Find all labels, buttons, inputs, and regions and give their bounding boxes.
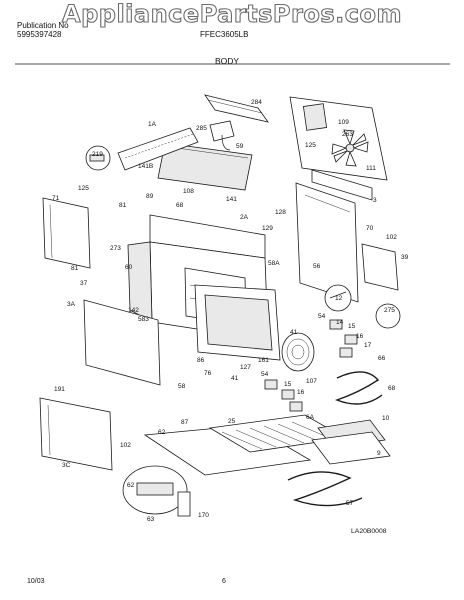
- part-3-back-frame[interactable]: [311, 169, 373, 201]
- callout-125a: 125: [305, 142, 316, 149]
- callout-15b: 15: [284, 381, 292, 388]
- callout-191: 191: [54, 386, 65, 393]
- callout-273: 273: [110, 245, 121, 252]
- convection-fan-inset[interactable]: [289, 96, 388, 181]
- callout-3C: 3C: [62, 462, 71, 469]
- callout-62b: 62: [127, 482, 135, 489]
- part-10-broiler-pan[interactable]: [311, 419, 391, 465]
- callout-107: 107: [306, 378, 317, 385]
- diagram-code: LA20B0008: [351, 528, 387, 535]
- callout-56: 56: [313, 263, 321, 270]
- part-191-lower-left-frame[interactable]: [39, 397, 113, 471]
- callout-68: 68: [176, 202, 184, 209]
- part-170-bracket[interactable]: [177, 491, 191, 517]
- callout-127: 127: [240, 364, 251, 371]
- callout-170: 170: [198, 512, 209, 519]
- callout-87: 87: [181, 419, 189, 426]
- part-71-left-side-panel[interactable]: [42, 197, 91, 269]
- callout-12: 12: [335, 295, 343, 302]
- callout-284: 284: [251, 99, 262, 106]
- callout-108: 108: [183, 188, 194, 195]
- callout-81a: 81: [119, 202, 127, 209]
- footer-date: 10/03: [27, 578, 45, 585]
- callout-54b: 54: [261, 371, 269, 378]
- callout-66: 66: [378, 355, 386, 362]
- callout-285: 285: [196, 125, 207, 132]
- callout-111: 111: [366, 165, 376, 172]
- callout-14: 14: [336, 319, 344, 326]
- part-59-insulation-panel[interactable]: [157, 142, 253, 191]
- callout-17: 17: [364, 342, 372, 349]
- callout-70: 70: [366, 225, 374, 232]
- part-275-bracket[interactable]: [375, 303, 401, 329]
- part-14-15-16-terminals[interactable]: [329, 319, 358, 358]
- callout-63: 63: [147, 516, 155, 523]
- callout-3A: 3A: [67, 301, 76, 308]
- part-1A-rear-panel[interactable]: [117, 127, 199, 171]
- part-66-bake-element[interactable]: [335, 371, 383, 405]
- callout-89: 89: [146, 193, 154, 200]
- part-12-detail-circle[interactable]: [324, 284, 352, 312]
- callout-62a: 62: [158, 429, 166, 436]
- callout-68b: 68: [388, 385, 396, 392]
- callout-10: 10: [382, 415, 390, 422]
- publication-label: Publication No: [17, 21, 69, 30]
- callout-6A: 6A: [306, 414, 315, 421]
- section-title: BODY: [215, 56, 240, 66]
- callout-37: 37: [80, 280, 88, 287]
- callout-16a: 16: [356, 333, 364, 340]
- part-3A-lower-front-panel[interactable]: [83, 299, 161, 386]
- callout-86: 86: [197, 357, 205, 364]
- callout-161: 161: [258, 357, 269, 364]
- callout-141: 141: [226, 196, 237, 203]
- part-285-bracket[interactable]: [209, 120, 235, 151]
- callout-583: 583: [138, 316, 149, 323]
- callout-16b: 16: [297, 389, 305, 396]
- callout-71: 71: [52, 195, 60, 202]
- callout-109: 109: [338, 119, 349, 126]
- publication-number: 5995397428: [17, 30, 62, 39]
- footer-page-number: 6: [222, 578, 226, 585]
- callout-58: 58: [178, 383, 186, 390]
- part-57-broil-element[interactable]: [287, 471, 363, 507]
- callout-39: 39: [401, 254, 409, 261]
- callout-219: 219: [92, 151, 103, 158]
- part-102-right-bracket[interactable]: [361, 243, 399, 291]
- callout-263: 263: [342, 131, 353, 138]
- oven-door-frame[interactable]: [194, 284, 281, 361]
- model-number: FFEC3605LB: [200, 30, 249, 39]
- callout-58A: 58A: [268, 260, 280, 267]
- callout-76: 76: [204, 370, 212, 377]
- callout-128: 128: [275, 209, 286, 216]
- part-107-fan-cover[interactable]: [281, 332, 315, 372]
- callout-275: 275: [384, 307, 395, 314]
- callout-25: 25: [228, 418, 236, 425]
- part-70-right-side-panel[interactable]: [295, 182, 359, 303]
- part-54-15-16-lower-terminals[interactable]: [264, 379, 303, 412]
- callout-142: 142: [128, 307, 139, 314]
- callout-102b: 102: [120, 442, 131, 449]
- callout-9: 9: [377, 450, 381, 457]
- callout-1A: 1A: [148, 121, 157, 128]
- callout-102a: 102: [386, 234, 397, 241]
- callout-54a: 54: [318, 313, 326, 320]
- drawer-glide-inset[interactable]: [122, 465, 188, 515]
- callout-125b: 125: [78, 185, 89, 192]
- part-284-top-trim[interactable]: [204, 94, 269, 123]
- part-219-detail-circle[interactable]: [85, 145, 111, 171]
- callout-129: 129: [262, 225, 273, 232]
- callout-41a: 41: [290, 329, 298, 336]
- callout-3: 3: [373, 197, 377, 204]
- callout-60: 60: [125, 264, 133, 271]
- callout-15a: 15: [348, 323, 356, 330]
- part-6A-oven-racks[interactable]: [208, 414, 347, 453]
- callout-141B: 141B: [138, 163, 153, 170]
- watermark: AppliancePartsPros.com: [61, 0, 402, 29]
- callout-81b: 81: [71, 265, 79, 272]
- callout-59: 59: [236, 143, 244, 150]
- callout-2A: 2A: [240, 214, 249, 221]
- callout-57: 57: [346, 500, 354, 507]
- callout-41b: 41: [231, 375, 239, 382]
